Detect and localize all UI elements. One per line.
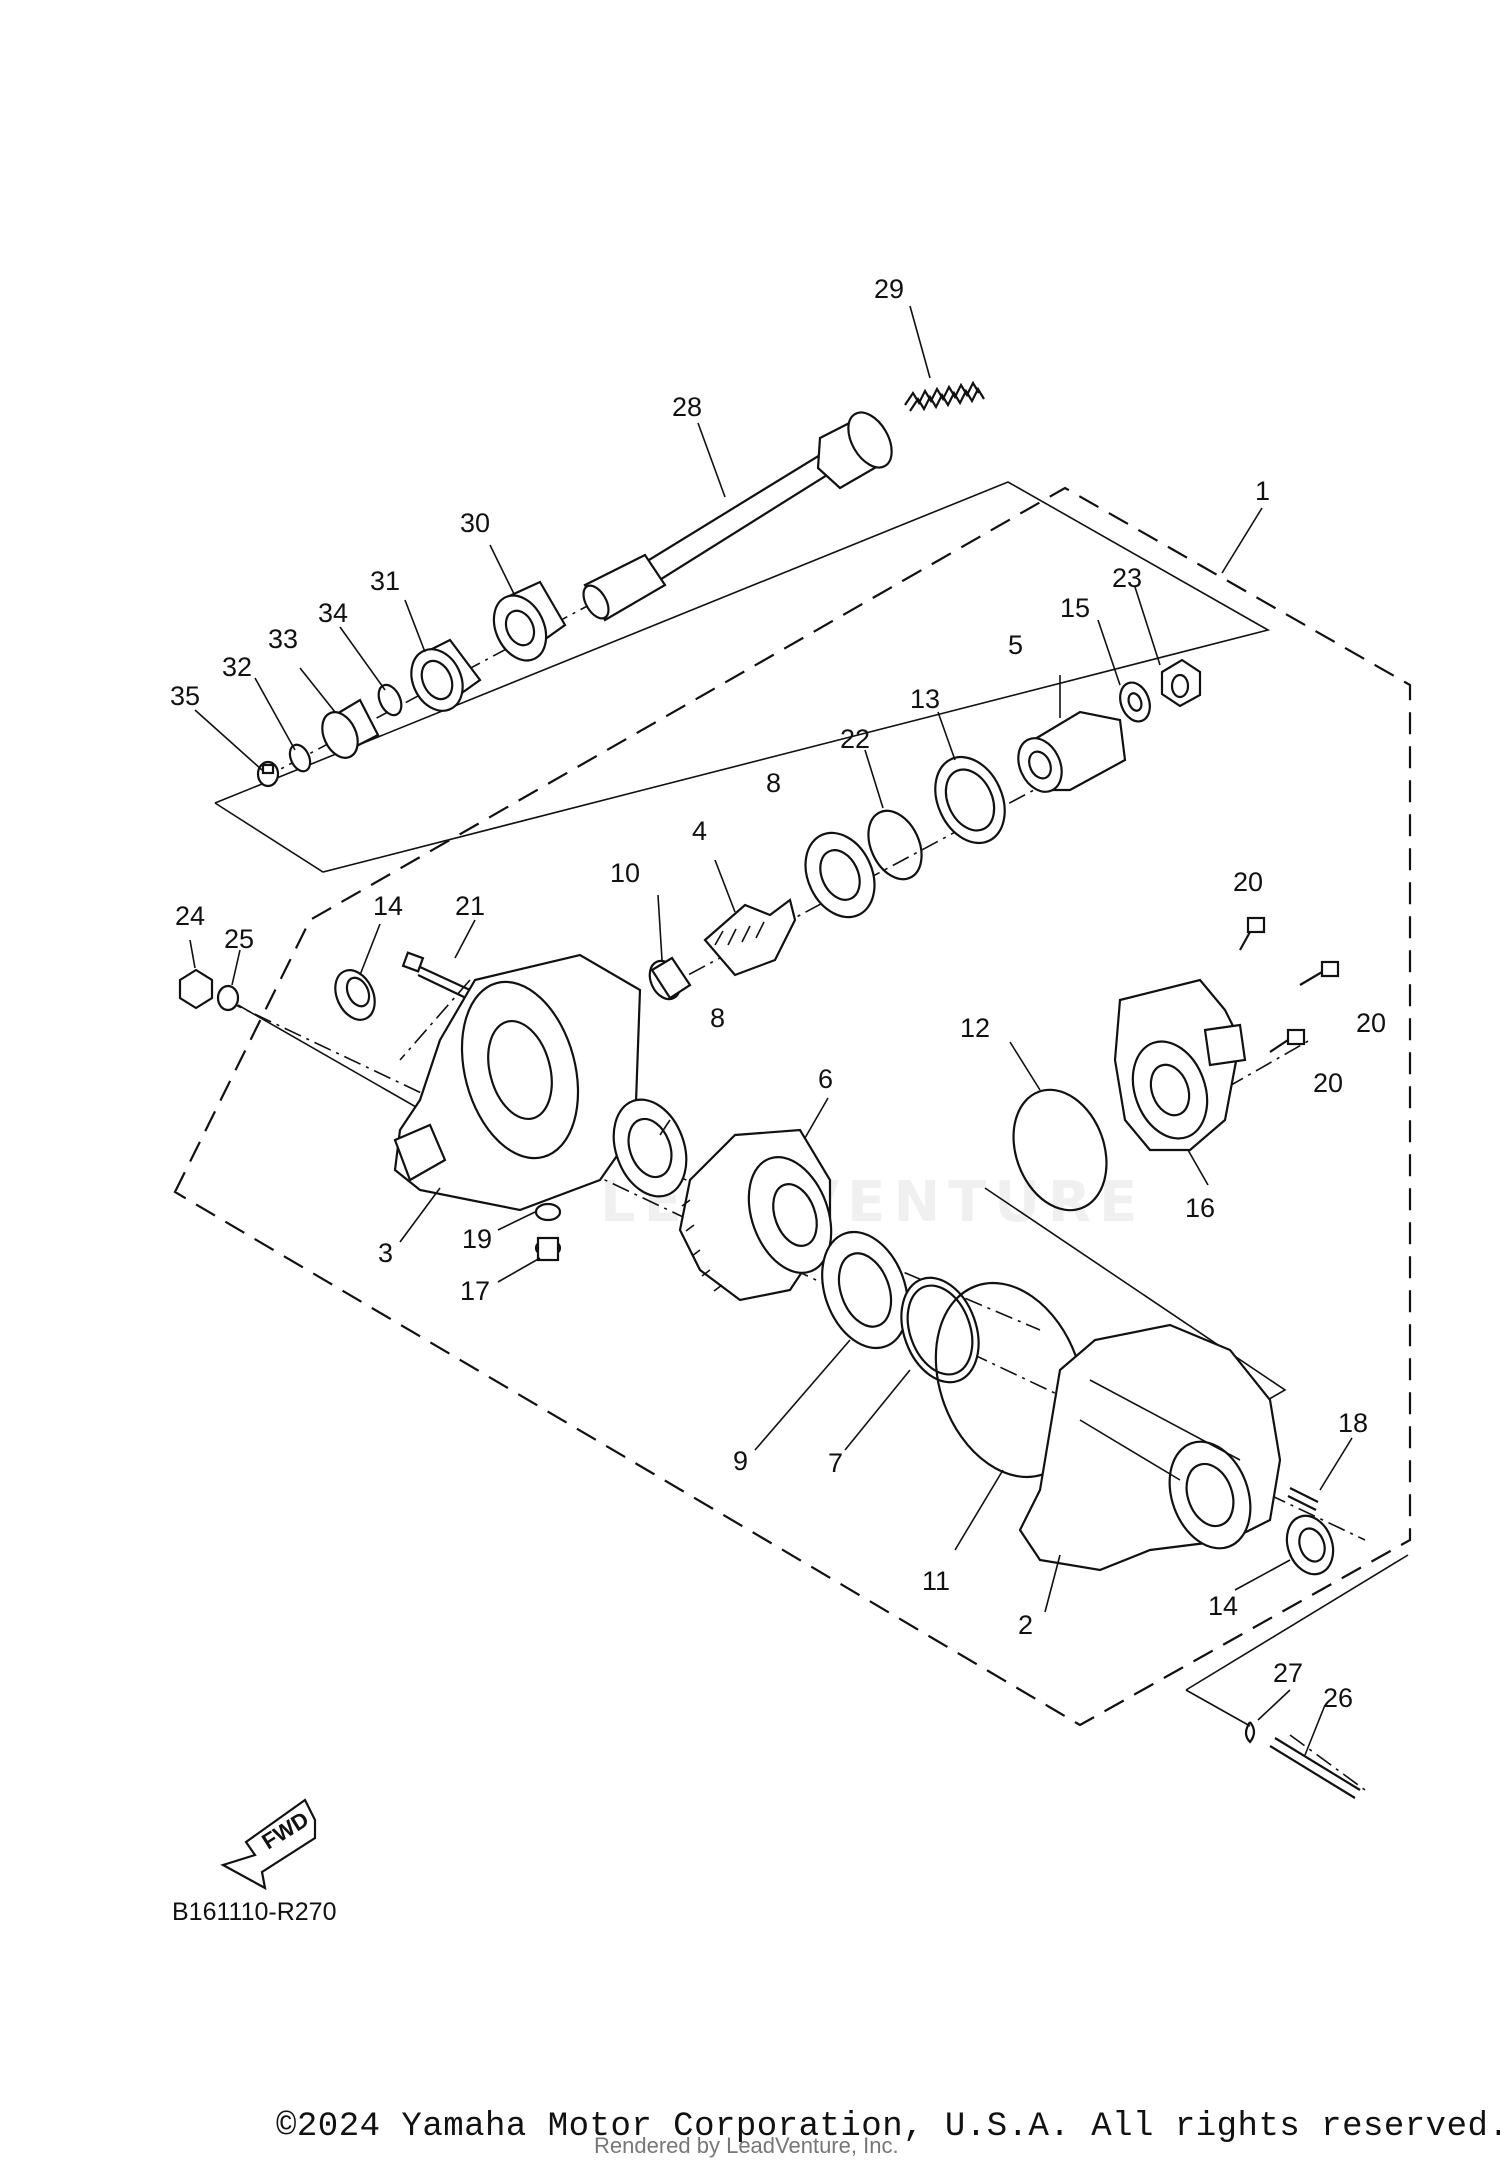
coupling-part-5 — [1017, 710, 1127, 793]
bearing-part-30 — [492, 580, 567, 662]
callout-23: 23 — [1112, 563, 1142, 593]
callout-7: 7 — [828, 1448, 843, 1478]
pin-part-26 — [1269, 1737, 1361, 1799]
spring-part-29 — [904, 380, 985, 412]
seal-part-13 — [934, 755, 1006, 845]
callout-5: 5 — [1008, 630, 1023, 660]
rendered-by-notice: Rendered by LeadVenture, Inc. — [594, 2133, 899, 2158]
callout-21: 21 — [455, 891, 485, 921]
callout-20-top: 20 — [1233, 867, 1263, 897]
callout-6: 6 — [818, 1064, 833, 1094]
seal-part-14-right — [1285, 1514, 1335, 1576]
differential-case-part-2 — [1018, 1323, 1282, 1572]
callout-16: 16 — [1185, 1193, 1215, 1223]
callout-34: 34 — [318, 598, 348, 628]
axis-line-pin — [1289, 1734, 1366, 1791]
ring-part-32 — [288, 743, 312, 773]
callout-35: 35 — [170, 681, 200, 711]
bolt-part-21 — [401, 951, 471, 999]
callout-18: 18 — [1338, 1408, 1368, 1438]
callout-13: 13 — [910, 684, 940, 714]
callout-4: 4 — [692, 816, 707, 846]
callout-3: 3 — [378, 1238, 393, 1268]
callout-28: 28 — [672, 392, 702, 422]
callout-24: 24 — [175, 901, 205, 931]
callout-30: 30 — [460, 508, 490, 538]
ring-gear-part-6 — [678, 1128, 833, 1302]
leader-lines — [189, 305, 1353, 1756]
gasket-part-19 — [534, 1202, 562, 1222]
washer-part-15 — [1119, 681, 1151, 723]
callout-11: 11 — [922, 1566, 950, 1596]
callout-8-upper: 8 — [766, 768, 781, 798]
bearing-part-10 — [648, 956, 692, 1001]
plug-part-35 — [256, 760, 280, 788]
washer-part-25 — [216, 984, 240, 1012]
copyright-notice: ©2024 Yamaha Motor Corporation, U.S.A. A… — [276, 2108, 1500, 2146]
callout-27: 27 — [1273, 1658, 1303, 1688]
callout-32: 32 — [222, 652, 252, 682]
bolt-part-20-top — [1239, 916, 1266, 951]
callout-9: 9 — [733, 1446, 748, 1476]
pin-part-18 — [1287, 1487, 1319, 1511]
callout-14-left: 14 — [373, 891, 403, 921]
callout-22: 22 — [840, 724, 870, 754]
cup-part-31 — [410, 638, 482, 712]
shaft-group-bracket — [214, 481, 1271, 873]
gear-case-part-3 — [393, 953, 642, 1212]
pin-group-bracket — [1185, 1554, 1409, 1691]
bearing-part-33 — [321, 698, 380, 759]
nut-part-24 — [178, 968, 214, 1010]
assembly-outline — [173, 486, 1412, 1727]
bearing-part-9 — [821, 1230, 909, 1350]
callout-8-lower: 8 — [710, 1003, 725, 1033]
pinion-gear-part-4 — [703, 898, 797, 977]
callout-33: 33 — [268, 624, 298, 654]
bearing-part-8-upper — [804, 831, 876, 919]
clip-part-27 — [1244, 1721, 1256, 1744]
nut-part-23 — [1160, 658, 1202, 708]
pin-group-bracket-2 — [1185, 1689, 1251, 1727]
callout-29: 29 — [874, 274, 904, 304]
seal-part-14-left — [334, 969, 376, 1021]
bolt-part-20-middle — [1299, 960, 1340, 986]
callout-31: 31 — [370, 566, 400, 596]
leader-24-25-housing — [237, 1004, 431, 1116]
callout-10: 10 — [610, 858, 640, 888]
callout-15: 15 — [1060, 593, 1090, 623]
callout-26: 26 — [1323, 1683, 1353, 1713]
cover-part-16 — [1113, 978, 1247, 1152]
callout-20-middle: 20 — [1356, 1008, 1386, 1038]
callout-19: 19 — [462, 1224, 492, 1254]
callout-20-bottom: 20 — [1313, 1068, 1343, 1098]
drive-shaft-part-28 — [582, 411, 893, 622]
plug-part-17 — [534, 1236, 562, 1262]
callout-17: 17 — [460, 1276, 490, 1306]
o-ring-part-12 — [1012, 1088, 1108, 1212]
fwd-arrow-icon: FWD — [220, 1798, 317, 1891]
bolt-part-20-bottom — [1269, 1028, 1306, 1053]
callout-25: 25 — [224, 924, 254, 954]
diagram-code: B161110-R270 — [172, 1898, 336, 1926]
callout-12: 12 — [960, 1013, 990, 1043]
callout-14-right: 14 — [1208, 1591, 1238, 1621]
callout-1: 1 — [1255, 476, 1270, 506]
callout-2: 2 — [1018, 1610, 1033, 1640]
ring-part-34 — [377, 683, 403, 717]
circlip-part-22 — [867, 809, 923, 881]
